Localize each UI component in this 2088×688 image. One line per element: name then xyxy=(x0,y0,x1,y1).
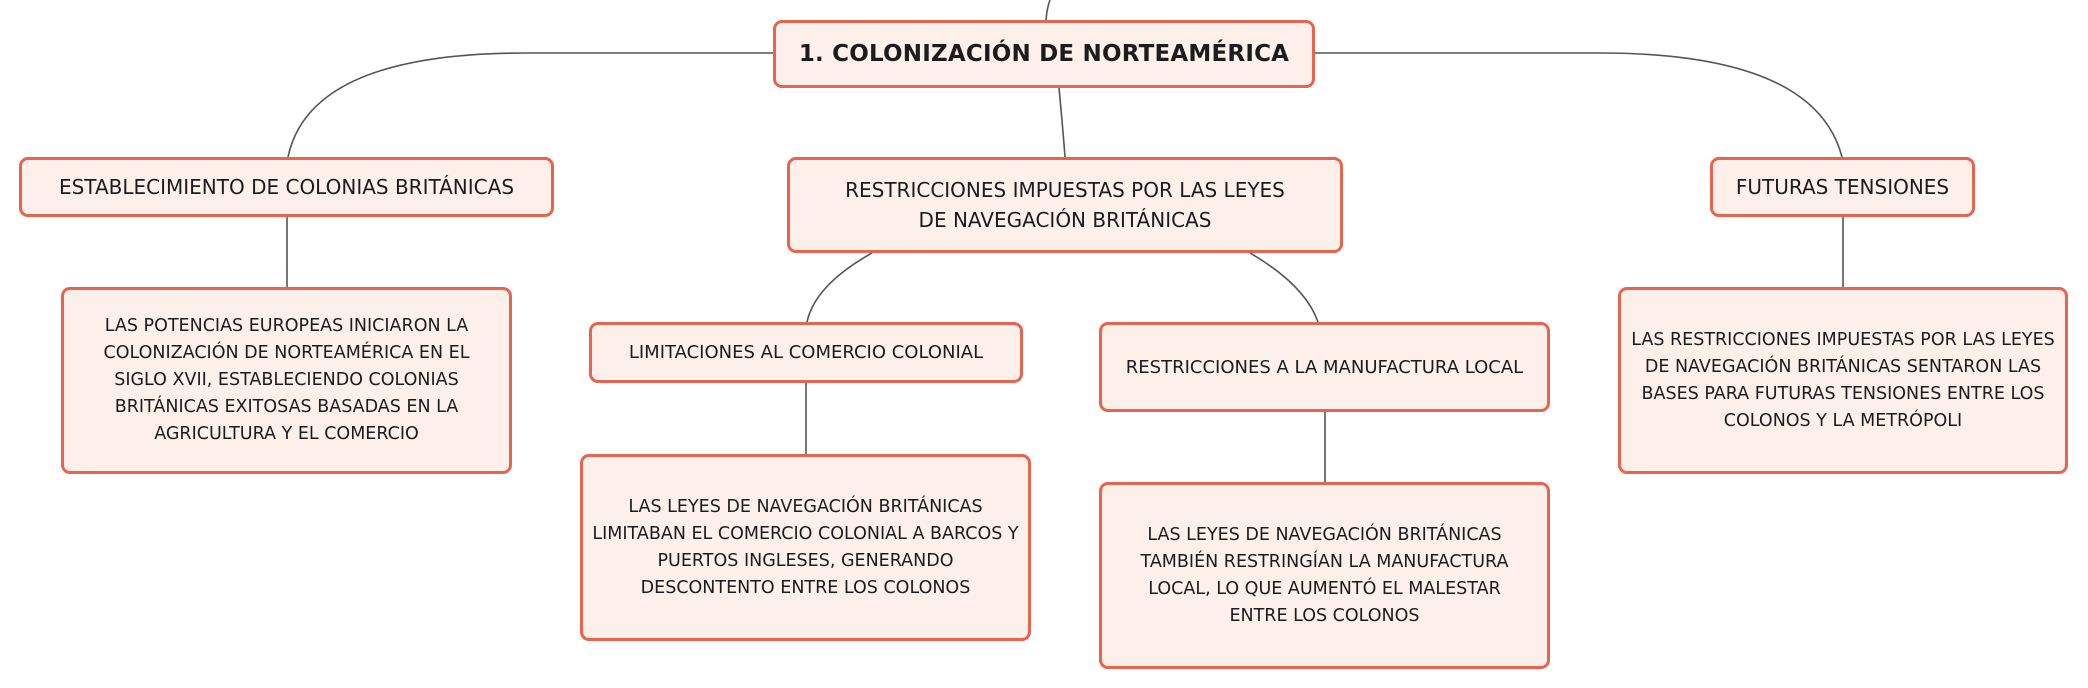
connector-restrictions-trade xyxy=(806,252,873,323)
node-trade-limitations[interactable]: LIMITACIONES AL COMERCIO COLONIAL xyxy=(589,322,1023,383)
node-manufacture-detail[interactable]: LAS LEYES DE NAVEGACIÓN BRITÁNICAS TAMBI… xyxy=(1099,482,1550,669)
tensions-detail-text: LAS RESTRICCIONES IMPUESTAS POR LAS LEYE… xyxy=(1631,329,2055,431)
connector-root-establishment xyxy=(287,52,773,158)
node-restrictions[interactable]: RESTRICCIONES IMPUESTAS POR LAS LEYES DE… xyxy=(787,157,1343,253)
node-tensions[interactable]: FUTURAS TENSIONES xyxy=(1710,157,1975,217)
manufacture-restrictions-label: RESTRICCIONES A LA MANUFACTURA LOCAL xyxy=(1125,356,1524,378)
connector-parent-root xyxy=(1045,0,1051,21)
manufacture-detail-text: LAS LEYES DE NAVEGACIÓN BRITÁNICAS TAMBI… xyxy=(1140,524,1509,626)
restrictions-label: RESTRICCIONES IMPUESTAS POR LAS LEYES DE… xyxy=(845,178,1285,232)
establishment-label: ESTABLECIMIENTO DE COLONIAS BRITÁNICAS xyxy=(58,175,515,199)
trade-limitations-label: LIMITACIONES AL COMERCIO COLONIAL xyxy=(628,342,984,363)
trade-detail-text: LAS LEYES DE NAVEGACIÓN BRITÁNICAS LIMIT… xyxy=(592,496,1019,598)
tensions-label: FUTURAS TENSIONES xyxy=(1735,175,1950,199)
node-establishment-detail[interactable]: LAS POTENCIAS EUROPEAS INICIARON LA COLO… xyxy=(61,287,512,474)
connector-root-tensions xyxy=(1315,52,1843,158)
node-manufacture-restrictions[interactable]: RESTRICCIONES A LA MANUFACTURA LOCAL xyxy=(1099,322,1550,412)
node-establishment[interactable]: ESTABLECIMIENTO DE COLONIAS BRITÁNICAS xyxy=(19,157,554,217)
node-tensions-detail[interactable]: LAS RESTRICCIONES IMPUESTAS POR LAS LEYE… xyxy=(1618,287,2068,474)
establishment-detail-text: LAS POTENCIAS EUROPEAS INICIARON LA COLO… xyxy=(103,316,470,444)
connector-restrictions-manufacture xyxy=(1249,252,1319,323)
connector-root-restrictions xyxy=(1058,87,1066,158)
root-node[interactable]: 1. COLONIZACIÓN DE NORTEAMÉRICA xyxy=(773,20,1315,88)
root-label: 1. COLONIZACIÓN DE NORTEAMÉRICA xyxy=(798,41,1290,67)
node-trade-detail[interactable]: LAS LEYES DE NAVEGACIÓN BRITÁNICAS LIMIT… xyxy=(580,454,1031,641)
